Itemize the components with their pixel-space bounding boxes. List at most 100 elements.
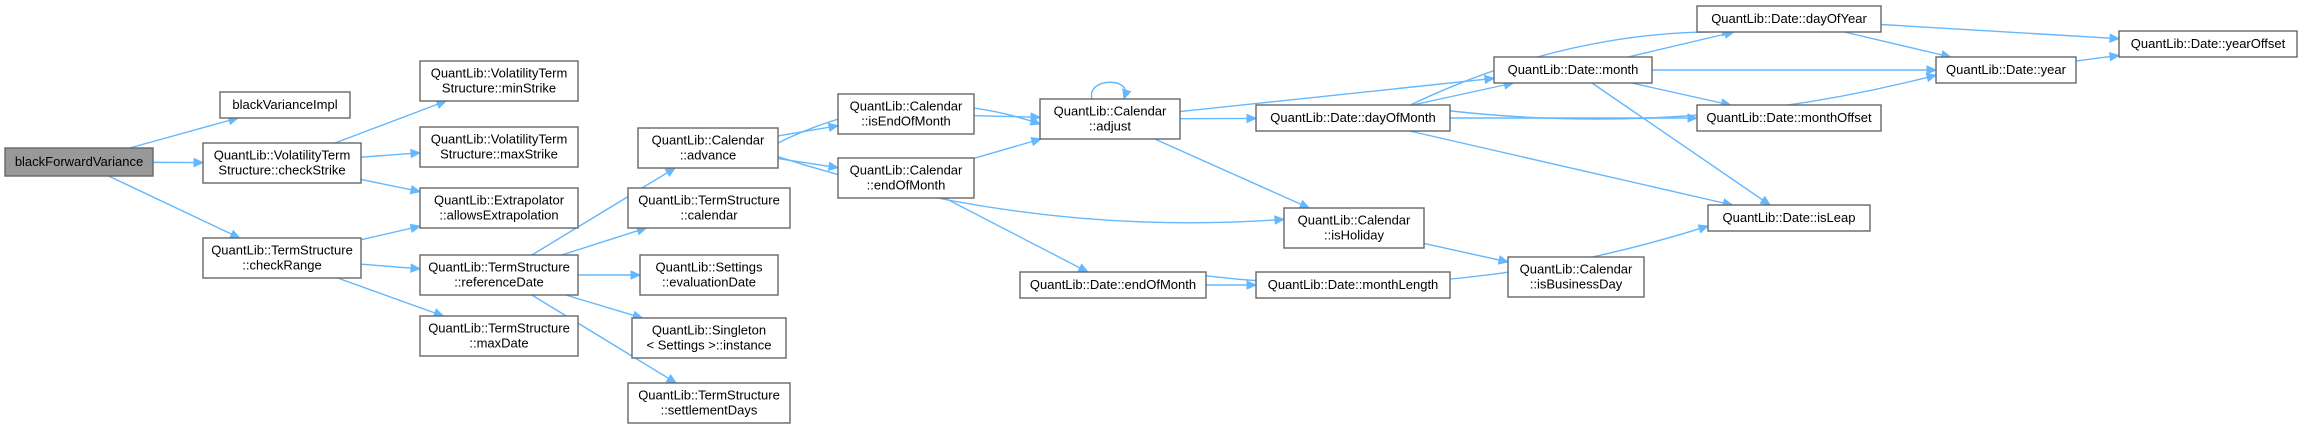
- node-label: QuantLib::Date::month: [1508, 62, 1639, 77]
- node-label: ::referenceDate: [454, 275, 544, 290]
- function-node[interactable]: QuantLib::Date::monthOffset: [1696, 104, 1882, 132]
- node-box: [419, 254, 579, 296]
- edge-line: [1449, 74, 1937, 120]
- edge-n16-to-n18: [1179, 113, 1258, 124]
- edge-n2-to-n4: [334, 99, 448, 144]
- function-node[interactable]: QuantLib::Calendar::isBusinessDay: [1507, 256, 1645, 298]
- function-node[interactable]: QuantLib::TermStructure::checkRange: [202, 237, 362, 279]
- function-node[interactable]: QuantLib::Date::year: [1935, 56, 2077, 84]
- node-label: ::evaluationDate: [662, 275, 756, 290]
- edge-n16-to-n19: [1154, 138, 1311, 209]
- edge-n14-to-n16: [973, 112, 1042, 122]
- node-label: QuantLib::Calendar: [850, 163, 963, 178]
- edge-n3-to-n7: [360, 263, 422, 273]
- function-node[interactable]: QuantLib::Calendar::adjust: [1039, 98, 1181, 140]
- node-label: QuantLib::TermStructure: [428, 321, 570, 336]
- edge-arrowhead: [2109, 33, 2121, 43]
- node-box: [639, 254, 779, 296]
- node-label: ::advance: [680, 148, 736, 163]
- function-node[interactable]: QuantLib::VolatilityTermStructure::minSt…: [419, 60, 579, 102]
- edge-n15-to-n17: [944, 197, 1089, 273]
- node-label: QuantLib::Settings: [656, 260, 763, 275]
- node-label: ::maxDate: [469, 336, 528, 351]
- edge-arrowhead: [1759, 195, 1772, 206]
- node-label: < Settings >::instance: [646, 338, 771, 353]
- edge-n9-to-n15: [777, 157, 840, 171]
- edge-arrowhead: [193, 157, 205, 168]
- edge-line: [1412, 82, 1514, 106]
- function-node[interactable]: QuantLib::TermStructure::settlementDays: [627, 382, 791, 424]
- function-node[interactable]: QuantLib::Date::monthLength: [1255, 271, 1451, 299]
- node-label: QuantLib::Date::year: [1946, 62, 2067, 77]
- node-box: [1255, 104, 1451, 132]
- node-label: Structure::minStrike: [442, 81, 556, 96]
- node-label: QuantLib::Extrapolator: [434, 193, 565, 208]
- node-label: ::adjust: [1089, 119, 1131, 134]
- edge-n0-to-n3: [108, 175, 241, 239]
- edge-arrowhead: [1030, 137, 1043, 147]
- node-label: ::endOfMonth: [867, 178, 946, 193]
- edge-line: [334, 100, 447, 144]
- function-node[interactable]: QuantLib::VolatilityTermStructure::check…: [202, 142, 362, 184]
- edge-arrowhead: [1077, 263, 1089, 273]
- function-node[interactable]: QuantLib::Date::yearOffset: [2118, 30, 2298, 58]
- edge-line: [1844, 31, 1951, 58]
- function-node[interactable]: QuantLib::TermStructure::referenceDate: [419, 254, 579, 296]
- function-node[interactable]: QuantLib::Calendar::endOfMonth: [837, 157, 975, 199]
- edge-n17-to-n20: [1206, 280, 1258, 290]
- node-label: QuantLib::Calendar: [1520, 262, 1633, 277]
- function-node[interactable]: QuantLib::Calendar::isHoliday: [1283, 207, 1425, 249]
- node-label: QuantLib::Date::dayOfMonth: [1270, 110, 1435, 125]
- node-box: [2118, 30, 2298, 58]
- node-box: [1255, 271, 1451, 299]
- function-node[interactable]: QuantLib::Calendar::isEndOfMonth: [837, 93, 975, 135]
- function-node[interactable]: QuantLib::Date::endOfMonth: [1019, 271, 1207, 299]
- node-label: QuantLib::VolatilityTerm: [431, 132, 568, 147]
- function-node[interactable]: QuantLib::TermStructure::maxDate: [419, 315, 579, 357]
- node-label: blackForwardVariance: [15, 154, 143, 169]
- edge-n0-to-n2: [152, 157, 205, 168]
- edge-arrowhead: [410, 263, 422, 273]
- edge-arrowhead: [665, 373, 678, 384]
- edge-line: [944, 197, 1089, 273]
- node-label: ::isBusinessDay: [1530, 277, 1623, 292]
- function-node[interactable]: QuantLib::Extrapolator::allowsExtrapolat…: [419, 187, 579, 229]
- edge-arrowhead: [409, 185, 422, 195]
- function-node[interactable]: QuantLib::Singleton< Settings >::instanc…: [631, 317, 787, 359]
- node-box: [1935, 56, 2077, 84]
- node-box: [1019, 271, 1207, 299]
- edge-n3-to-n8: [337, 277, 445, 318]
- node-label: QuantLib::Date::monthLength: [1268, 277, 1439, 292]
- node-label: blackVarianceImpl: [232, 97, 337, 112]
- function-node[interactable]: QuantLib::Settings::evaluationDate: [639, 254, 779, 296]
- node-label: QuantLib::Calendar: [850, 99, 963, 114]
- function-node[interactable]: QuantLib::Date::month: [1493, 56, 1653, 84]
- node-label: ::checkRange: [242, 258, 322, 273]
- function-node[interactable]: QuantLib::Date::dayOfMonth: [1255, 104, 1451, 132]
- node-label: QuantLib::Date::endOfMonth: [1030, 277, 1196, 292]
- edge-n15-to-n16: [973, 137, 1043, 160]
- node-box: [219, 91, 351, 119]
- edge-arrowhead: [409, 223, 422, 233]
- function-node[interactable]: blackVarianceImpl: [219, 91, 351, 119]
- edge-line: [129, 117, 239, 149]
- function-node[interactable]: QuantLib::Date::dayOfYear: [1696, 5, 1882, 33]
- edge-n23-to-n27: [1880, 23, 2121, 43]
- edge-n18-to-n21: [1412, 80, 1515, 106]
- function-node[interactable]: QuantLib::TermStructure::calendar: [627, 187, 791, 229]
- edge-line: [1423, 242, 1509, 263]
- edge-n2-to-n6: [360, 178, 422, 195]
- node-box: [837, 157, 975, 199]
- root-function-node[interactable]: blackForwardVariance: [4, 147, 154, 177]
- node-box: [419, 187, 579, 229]
- node-box: [1493, 56, 1653, 84]
- function-node[interactable]: QuantLib::Calendar::advance: [637, 127, 779, 169]
- function-node[interactable]: QuantLib::Date::isLeap: [1707, 204, 1871, 232]
- edge-line: [973, 114, 1041, 118]
- function-node[interactable]: QuantLib::VolatilityTermStructure::maxSt…: [419, 126, 579, 168]
- edge-n16-to-n21: [1179, 74, 1496, 113]
- node-label: Structure::checkStrike: [218, 163, 345, 178]
- edge-arrowhead: [1925, 72, 1938, 83]
- node-box: [419, 126, 579, 168]
